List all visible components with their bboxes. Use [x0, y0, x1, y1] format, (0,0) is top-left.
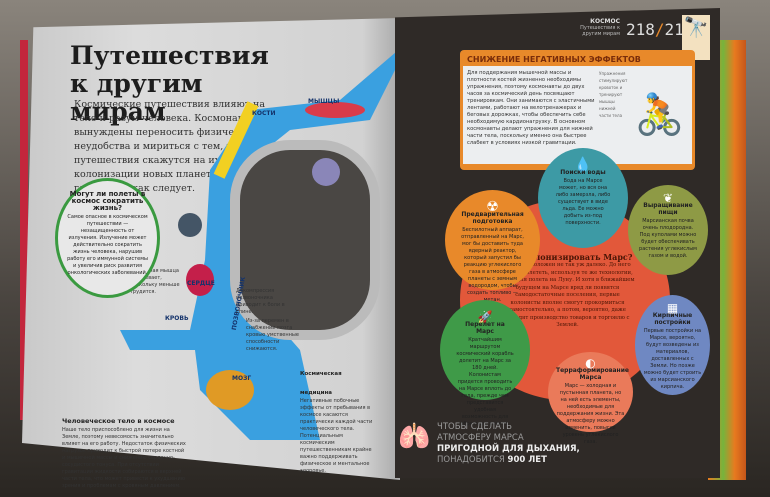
- page-separator: /: [654, 20, 665, 39]
- water-drop-icon: 💧: [574, 157, 592, 173]
- human-body-illustration: [120, 40, 410, 440]
- circle-title: Поиски воды: [560, 169, 606, 176]
- body-silhouette: [120, 40, 410, 440]
- header-subtitle: Путешествия к другим мирам: [580, 25, 620, 37]
- brick-icon: ▦: [666, 301, 679, 315]
- circle-text: Марс — холодная и пустынная планета, но …: [556, 383, 625, 445]
- section-text: Наше тело приспособлено для жизни на Зем…: [62, 427, 186, 489]
- fact-line: ПОНАДОБИТСЯ: [437, 455, 505, 465]
- book-cover-edge: [20, 40, 28, 420]
- bone: [213, 101, 259, 179]
- exercise-bike-icon: 🚴: [634, 92, 685, 138]
- fact-900-years: ЧТОБЫ СДЕЛАТЬ АТМОСФЕРУ МАРСА ПРИГОДНОЙ …: [437, 422, 580, 466]
- running-header: КОСМОС Путешествия к другим мирам: [560, 18, 620, 37]
- section-body-in-space: Человеческое тело в космосе Наше тело пр…: [62, 408, 187, 490]
- earth-image: [312, 158, 340, 186]
- circle-title: Перелет на Марс: [465, 321, 505, 335]
- center-text: Марс расположен не так уж далеко. До нег…: [500, 262, 635, 328]
- circle-title: Предварительная подготовка: [461, 211, 524, 225]
- box-title: СНИЖЕНИЕ НЕГАТИВНЫХ ЭФФЕКТОВ: [467, 55, 641, 64]
- fact-line: ПРИГОДНОЙ ДЛЯ ДЫХАНИЯ,: [437, 444, 580, 454]
- section-text: Негативные побочные эффекты от пребывани…: [300, 398, 373, 474]
- center-title: Как колонизировать Марс?: [502, 252, 633, 262]
- fact-line: ЧТОБЫ СДЕЛАТЬ: [437, 422, 512, 432]
- radiation-icon: ☢: [486, 199, 499, 215]
- leaf-icon: ❦: [662, 191, 674, 205]
- planet-icon: ◐: [585, 356, 596, 370]
- circle-text: Марсианская почва очень плодородна. Под …: [639, 218, 697, 259]
- spaceship-icon: 🚀: [477, 310, 493, 324]
- box-text: Для поддержания мышечной массы и плотнос…: [467, 70, 595, 146]
- lungs-icon: 🫁: [398, 422, 431, 452]
- circle-text: Беспилотный аппарат, отправленный на Мар…: [461, 227, 524, 303]
- label-muscles: МЫШЦЫ: [308, 98, 340, 105]
- muscle: [305, 102, 365, 118]
- box-caption: Упражнения стимулируют кровоток и тренир…: [599, 71, 628, 118]
- fact-line: АТМОСФЕРУ МАРСА: [437, 433, 524, 443]
- kidney: [178, 213, 202, 237]
- circle-title: Кирпичные постройки: [652, 312, 693, 326]
- circle-title: Выращивание пищи: [643, 202, 693, 216]
- heart: [186, 264, 214, 296]
- note-brain: Из-за перемен в снабжении мозга кровью у…: [246, 318, 299, 352]
- telescope-icon: 🔭: [682, 15, 710, 60]
- section-name: КОСМОС: [590, 18, 620, 25]
- center-text-block: Как колонизировать Марс? Марс расположен…: [500, 252, 635, 330]
- negative-effects-box: СНИЖЕНИЕ НЕГАТИВНЫХ ЭФФЕКТОВ Для поддерж…: [460, 50, 695, 170]
- label-bones: КОСТИ: [252, 110, 276, 117]
- circle-text: Первые постройки на Марсе, вероятно, буд…: [643, 328, 702, 390]
- label-blood: КРОВЬ: [165, 315, 189, 322]
- fact-highlight: 900 ЛЕТ: [507, 455, 547, 465]
- sidebar-title: Могут ли полеты в космос сократить жизнь…: [69, 190, 146, 212]
- circle-text: Кратчайшим маршрутом космический корабль…: [456, 337, 514, 427]
- section-title: Человеческое тело в космосе: [62, 417, 175, 425]
- label-heart: СЕРДЦЕ: [187, 280, 215, 287]
- sidebar-text: Самое опасное в космическом путешествии …: [67, 214, 148, 276]
- section-space-medicine: Космическая медицина Негативные побочные…: [300, 360, 375, 475]
- label-brain: МОЗГ: [232, 375, 252, 382]
- section-title: Космическая медицина: [300, 371, 342, 396]
- brain: [206, 370, 254, 410]
- sidebar-lifespan: Могут ли полеты в космос сократить жизнь…: [55, 178, 160, 298]
- page-number-left: 218: [626, 20, 655, 39]
- note-spine: Декомпрессия позвоночника приводит к бол…: [236, 288, 285, 315]
- window-porthole: [230, 140, 380, 340]
- circle-text: Вода на Марсе может, но вся она либо зам…: [555, 178, 611, 226]
- circle-title: Терраформирование Марса: [556, 367, 629, 381]
- page-title: Путешествия к другим мирам: [70, 41, 269, 126]
